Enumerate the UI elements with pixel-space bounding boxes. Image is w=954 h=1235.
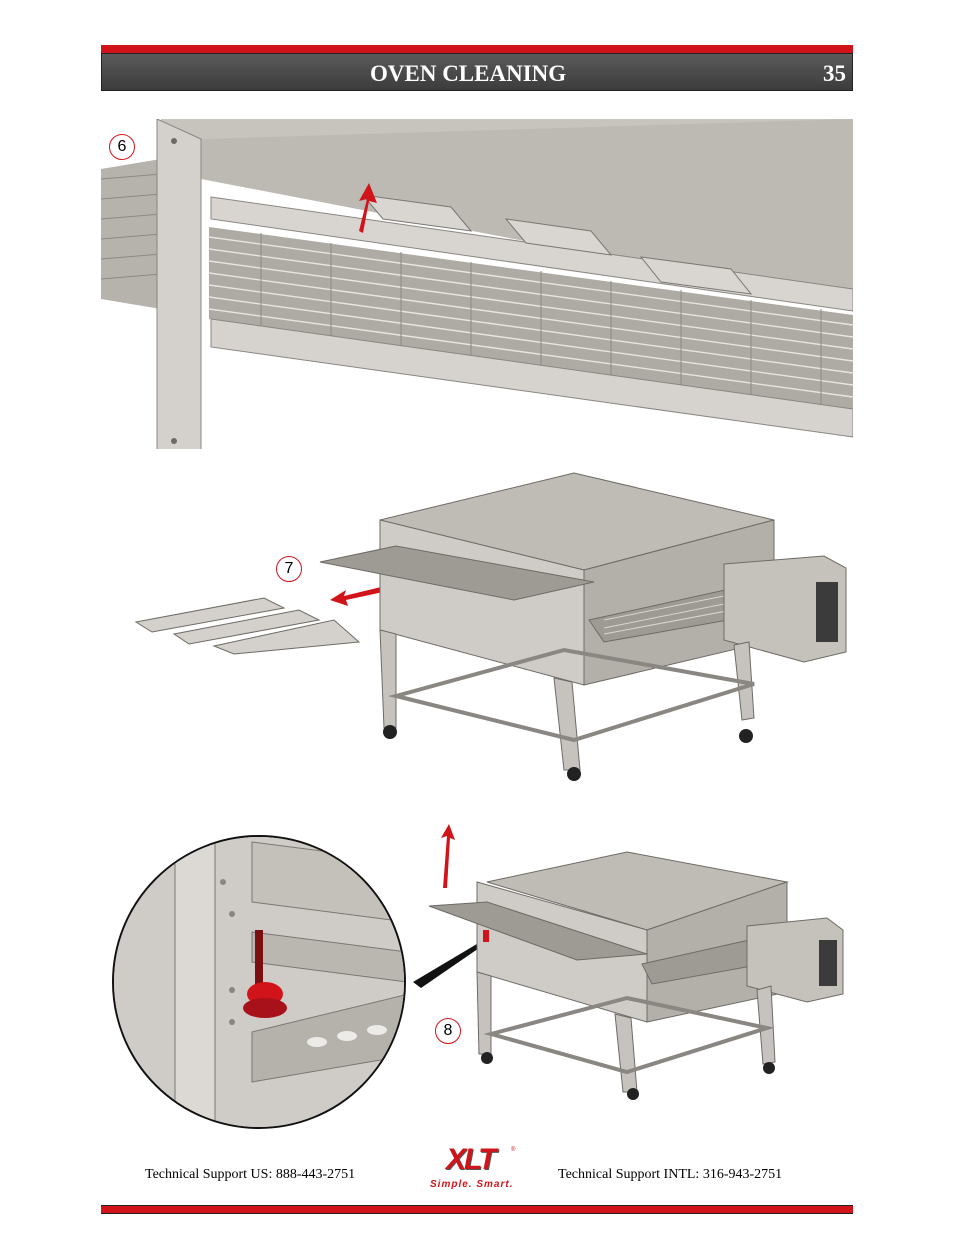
logo-tagline: Simple. Smart. [430, 1179, 514, 1190]
header-accent-stripe [101, 45, 853, 53]
page-number: 35 [823, 61, 846, 86]
step-number-6: 6 [109, 134, 135, 160]
step-number-8: 8 [435, 1018, 461, 1044]
figure-step-7 [134, 472, 847, 781]
footer-accent-stripe [101, 1205, 853, 1214]
header-band: OVEN CLEANING 35 [101, 53, 853, 91]
footer-support-us: Technical Support US: 888-443-2751 [145, 1167, 356, 1182]
page-title: OVEN CLEANING [370, 61, 567, 86]
figure-step-8 [112, 824, 844, 1129]
xlt-logo: XLT ® Simple. Smart. [428, 1143, 528, 1191]
logo-registered-mark: ® [511, 1147, 516, 1153]
step-number-7: 7 [276, 556, 302, 582]
figure-step-6 [101, 119, 853, 451]
page-header: OVEN CLEANING 35 [101, 45, 853, 91]
footer-support-intl: Technical Support INTL: 316-943-2751 [558, 1167, 783, 1182]
logo-wordmark: XLT [446, 1143, 496, 1176]
